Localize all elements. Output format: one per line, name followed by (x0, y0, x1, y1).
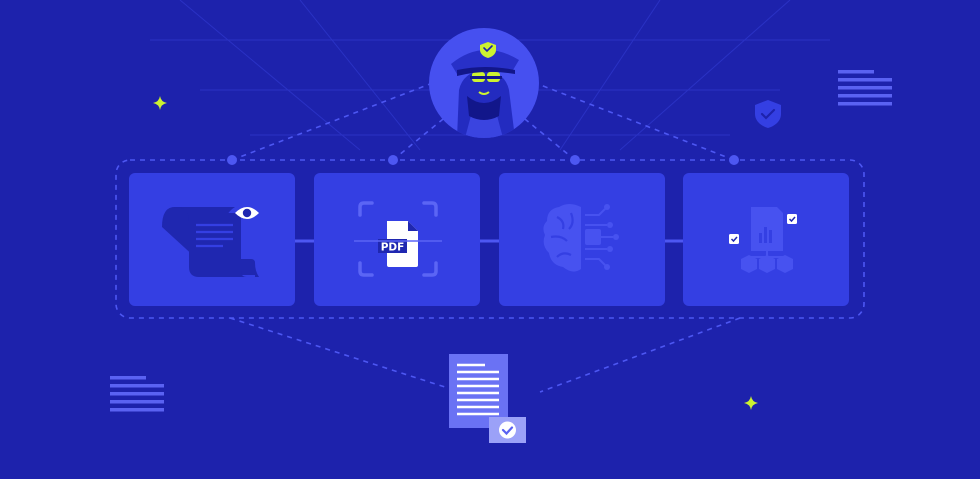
text-lines-icon (110, 376, 164, 412)
shield-check-icon (755, 100, 781, 128)
scan-frame-icon (358, 201, 438, 277)
scroll-document-eye-icon (162, 207, 259, 277)
sparkle-icon (153, 96, 167, 110)
structured-data-checklist-icon (729, 207, 797, 273)
text-lines-icon (838, 70, 892, 106)
step-card-ai-brain (499, 173, 665, 306)
check-circle-icon (499, 421, 516, 439)
output-connectors (229, 317, 741, 393)
ai-brain-circuit-icon (543, 204, 619, 272)
pipeline-frame (115, 159, 865, 319)
pdf-scan-icon: PDF (354, 201, 442, 277)
eye-icon (235, 207, 259, 219)
step-card-pdf-scan: PDF (314, 173, 480, 306)
sparkle-icon (744, 396, 758, 410)
pdf-label: PDF (381, 242, 405, 254)
checkbox-icon (729, 234, 739, 244)
mascot-connectors (231, 83, 735, 161)
step-card-structured-data (683, 173, 849, 306)
verified-document-icon (449, 354, 526, 443)
checkbox-icon (787, 214, 797, 224)
connector-dots (227, 155, 739, 165)
police-cat-mascot-icon (429, 28, 539, 138)
step-card-document (129, 173, 295, 306)
